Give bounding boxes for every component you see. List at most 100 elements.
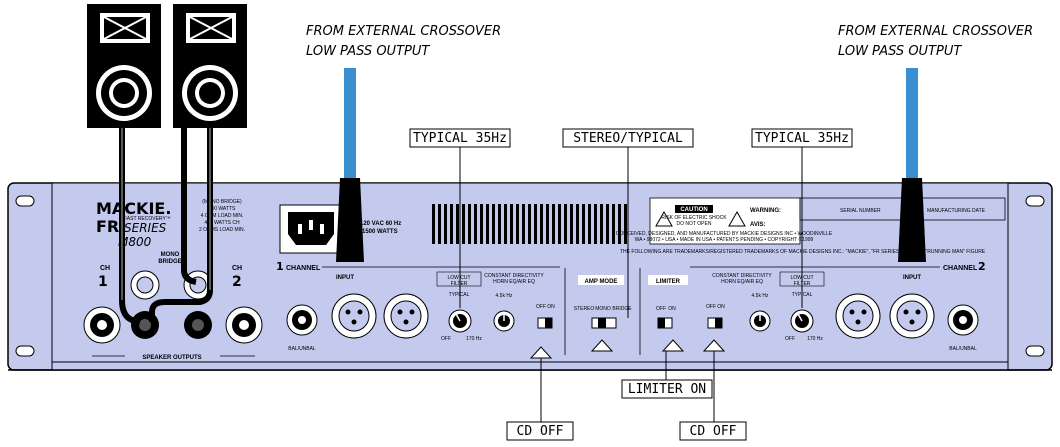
ch1-cd-section: CONSTANT DIRECTIVITY HORN EQ/AIR EQ 4.5k… [484,273,555,310]
speakon-jack-ch2[interactable] [225,306,263,344]
svg-text:170 Hz: 170 Hz [807,336,823,342]
ch1-input-section: INPUT BAL/UNBAL [288,275,354,352]
callout-typical-35hz-ch1: TYPICAL 35Hz [409,128,511,148]
svg-text:CD OFF: CD OFF [517,424,564,439]
speaker-cabinet-left [87,4,161,128]
channel1-label: CHANNEL [286,265,321,272]
mains-watts: 1500 WATTS [362,229,398,235]
svg-text:INPUT: INPUT [903,275,921,281]
svg-text:DO NOT OPEN: DO NOT OPEN [677,221,712,227]
svg-text:TYPICAL 35Hz: TYPICAL 35Hz [413,131,507,146]
svg-text:TYPICAL: TYPICAL [449,292,470,298]
binding-post-ch1-plus[interactable] [130,270,160,300]
fr-series-label: FR [96,217,119,236]
svg-text:LIMITER: LIMITER [656,279,681,285]
ch2-trs-jack[interactable] [947,304,979,336]
svg-text:RISK OF ELECTRIC SHOCK: RISK OF ELECTRIC SHOCK [661,215,727,221]
svg-text:TYPICAL 35Hz: TYPICAL 35Hz [755,131,849,146]
fast-recovery-label: FAST RECOVERY™ [124,216,171,222]
svg-text:2: 2 [232,274,242,290]
svg-text:STEREO: STEREO [574,306,595,312]
channel1-num: 1 [276,260,284,273]
svg-text:INPUT: INPUT [336,275,354,281]
xlr-cable-ch1 [336,68,364,262]
svg-text:CD OFF: CD OFF [690,424,737,439]
ch1-trs-jack[interactable] [286,304,318,336]
mains-voltage: 120 VAC 60 Hz [360,221,401,227]
svg-text:4.5k Hz: 4.5k Hz [752,293,769,299]
svg-text:800 WATTS: 800 WATTS [209,206,236,212]
ch2-cd-switch[interactable] [707,317,723,329]
svg-text:STEREO/TYPICAL: STEREO/TYPICAL [573,131,683,146]
ch2-low-cut-knob[interactable] [790,309,814,333]
svg-text:4.5k Hz: 4.5k Hz [496,293,513,299]
speaker-cabinet-right [173,4,247,128]
svg-text:CH: CH [232,265,242,272]
svg-text:HORN EQ/AIR EQ: HORN EQ/AIR EQ [721,279,763,285]
ch2-cd-knob[interactable] [749,310,771,332]
svg-text:SERIAL NUMBER: SERIAL NUMBER [840,208,881,214]
svg-text:OFF: OFF [656,306,666,312]
ch1-low-cut-section: LOW CUT FILTER TYPICAL OFF 170 Hz [436,271,482,342]
svg-text:AVIS:: AVIS: [750,222,766,228]
ch2-xlr-input[interactable] [889,293,935,339]
xlr-cable-ch2 [898,68,926,262]
svg-text:MONO: MONO [161,252,180,258]
callout-stereo-typical: STEREO/TYPICAL [562,128,694,148]
amp-mode-switch[interactable] [591,317,617,329]
svg-text:OFF: OFF [441,336,451,342]
svg-text:BRIDGE: BRIDGE [612,306,632,312]
svg-text:OFF: OFF [536,304,546,310]
svg-text:OFF: OFF [706,304,716,310]
svg-text:MONO: MONO [595,306,611,312]
svg-text:ON: ON [547,304,555,310]
svg-text:HORN EQ/AIR EQ: HORN EQ/AIR EQ [493,279,535,285]
ch2-input-section: INPUT BAL/UNBAL [903,275,977,352]
speaker-cables [119,128,213,325]
crossover-label-right-2: LOW PASS OUTPUT [838,44,962,59]
svg-text:4 OHM LOAD MIN.: 4 OHM LOAD MIN. [201,213,244,219]
speakon-jack-ch1[interactable] [83,306,121,344]
iec-power-socket[interactable] [279,204,343,254]
speaker-outputs: CH 1 CH 2 MONO BRIDGE SPEAKER OUTPUTS [92,252,255,361]
svg-text:2 OHMS LOAD MIN.: 2 OHMS LOAD MIN. [199,227,245,233]
ch2-xlr-thru[interactable] [835,293,881,339]
callout-typical-35hz-ch2: TYPICAL 35Hz [751,128,853,148]
svg-text:1: 1 [98,274,108,290]
svg-text:CONSTANT DIRECTIVITY: CONSTANT DIRECTIVITY [484,273,544,279]
svg-text:CH: CH [100,265,110,272]
svg-text:BRIDGE: BRIDGE [158,259,181,265]
binding-post-ch2-minus[interactable] [184,311,212,339]
svg-text:LIMITER ON: LIMITER ON [628,382,706,397]
limiter-triangle [661,339,685,352]
cooling-vent [430,204,630,244]
svg-text:CAUTION: CAUTION [680,207,707,213]
limiter-section: LIMITER OFF ON [648,275,688,312]
limiter-switch[interactable] [657,317,673,329]
ch1-low-cut-knob[interactable] [448,309,472,333]
callout-leaders [459,147,803,422]
svg-text:170 Hz: 170 Hz [466,336,482,342]
svg-text:LOW CUT: LOW CUT [447,275,470,281]
svg-text:FILTER: FILTER [451,281,468,287]
mackie-logo: MACKIE. [96,199,171,218]
series-label: SERIES [124,221,167,235]
crossover-label-left-2: LOW PASS OUTPUT [306,44,430,59]
ch1-xlr-input[interactable] [331,293,377,339]
svg-text:AMP MODE: AMP MODE [585,279,618,285]
callout-cd-off-ch1: CD OFF [506,421,574,441]
svg-text:WARNING:: WARNING: [750,208,781,214]
channel2-num: 2 [978,260,986,273]
svg-text:(MONO BRIDGE): (MONO BRIDGE) [202,199,242,205]
caution-label: CAUTION RISK OF ELECTRIC SHOCK DO NOT OP… [616,197,1006,245]
crossover-label-right-1: FROM EXTERNAL CROSSOVER [838,24,1033,39]
model-label: M800 [118,235,152,249]
power-spec: (MONO BRIDGE) 800 WATTS 4 OHM LOAD MIN. … [199,199,245,233]
ch1-cd-knob[interactable] [493,310,515,332]
ch1-cd-switch[interactable] [537,317,553,329]
svg-text:ON: ON [717,304,725,310]
ch1-xlr-thru[interactable] [383,293,429,339]
svg-text:400 WATTS CH: 400 WATTS CH [204,220,240,226]
svg-text:CONSTANT DIRECTIVITY: CONSTANT DIRECTIVITY [712,273,772,279]
